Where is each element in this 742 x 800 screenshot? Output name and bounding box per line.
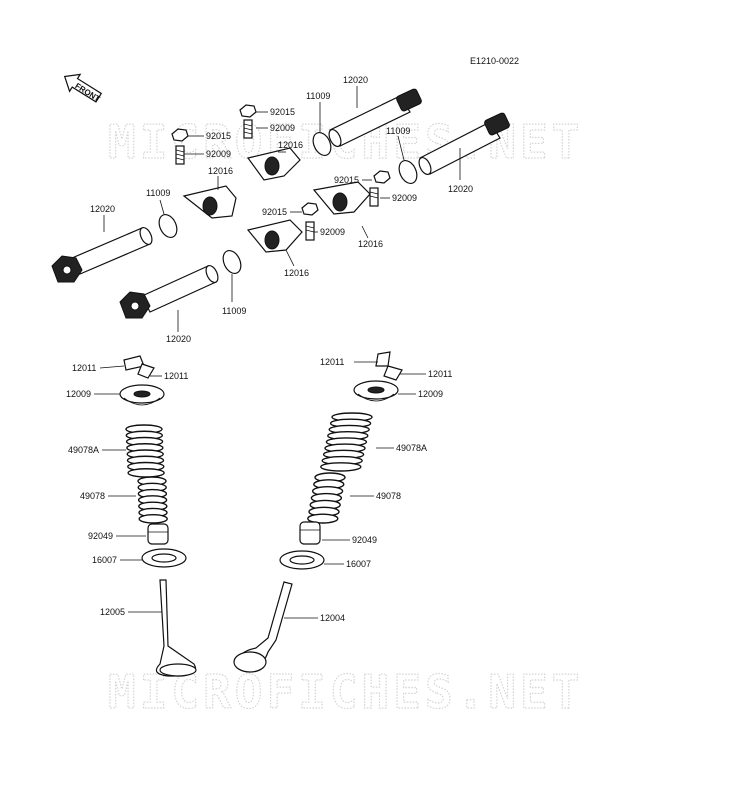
label-49078-a: 49078 xyxy=(80,491,105,501)
label-12020-b: 12020 xyxy=(448,184,473,194)
label-49078-b: 49078 xyxy=(376,491,401,501)
spring-49078A-right xyxy=(320,412,373,472)
screw-92009-a xyxy=(243,119,253,139)
spring-49078-right xyxy=(307,472,346,524)
label-12011-d: 12011 xyxy=(428,369,452,379)
label-12011-a: 12011 xyxy=(72,363,96,373)
retainer-12009-right xyxy=(353,380,399,402)
seal-92049-left xyxy=(147,523,169,545)
spring-49078A-left xyxy=(125,424,165,478)
label-92015-a: 92015 xyxy=(270,107,295,117)
keeper-12011-left xyxy=(123,355,155,379)
label-11009-d: 11009 xyxy=(222,306,246,316)
nut-92015-d xyxy=(301,202,319,216)
label-92009-c: 92009 xyxy=(392,193,417,203)
label-49078A-b: 49078A xyxy=(396,443,427,453)
valve-12005 xyxy=(155,579,197,677)
label-92015-b: 92015 xyxy=(206,131,231,141)
label-16007-a: 16007 xyxy=(92,555,117,565)
label-11009-b: 11009 xyxy=(386,126,410,136)
rocker-shaft-left-upper xyxy=(51,226,153,283)
label-92015-c: 92015 xyxy=(334,175,359,185)
label-16007-b: 16007 xyxy=(346,559,371,569)
label-12009-a: 12009 xyxy=(66,389,91,399)
washer-11009-a xyxy=(312,132,332,156)
valve-12004 xyxy=(233,581,293,673)
label-12011-b: 12011 xyxy=(164,371,188,381)
rocker-arm-b xyxy=(182,185,237,219)
rocker-arm-a xyxy=(246,147,301,181)
washer-11009-b xyxy=(398,160,418,184)
seat-16007-right xyxy=(279,550,325,570)
screw-92009-d xyxy=(305,221,315,241)
label-11009-a: 11009 xyxy=(306,91,330,101)
label-12004: 12004 xyxy=(320,613,345,623)
spring-49078-left xyxy=(137,476,168,524)
seal-92049-right xyxy=(299,521,321,545)
screw-92009-b xyxy=(175,145,185,165)
label-12020-c: 12020 xyxy=(90,204,115,214)
rocker-arm-d xyxy=(246,219,303,253)
label-49078A-a: 49078A xyxy=(68,445,99,455)
label-92009-b: 92009 xyxy=(206,149,231,159)
screw-92009-c xyxy=(369,187,379,207)
washer-11009-d xyxy=(222,250,242,274)
label-12020-a: 12020 xyxy=(343,75,368,85)
washer-11009-c xyxy=(158,214,178,238)
diagram-code: E1210-0022 xyxy=(470,56,519,66)
label-11009-c: 11009 xyxy=(146,188,170,198)
label-12009-b: 12009 xyxy=(418,389,443,399)
label-92009-a: 92009 xyxy=(270,123,295,133)
nut-92015-c xyxy=(373,170,391,184)
front-arrow-icon: FRONT xyxy=(63,73,103,104)
label-12011-c: 12011 xyxy=(320,357,344,367)
label-12005: 12005 xyxy=(100,607,125,617)
retainer-12009-left xyxy=(119,384,165,406)
label-12016-b: 12016 xyxy=(208,166,233,176)
rocker-arm-c xyxy=(312,181,371,215)
label-92049-b: 92049 xyxy=(352,535,377,545)
label-12016-c: 12016 xyxy=(358,239,383,249)
seat-16007-left xyxy=(141,548,187,568)
label-12016-a: 12016 xyxy=(278,140,303,150)
label-92009-d: 92009 xyxy=(320,227,345,237)
label-12016-d: 12016 xyxy=(284,268,309,278)
label-92049-a: 92049 xyxy=(88,531,113,541)
rocker-shaft-left-lower xyxy=(119,264,219,319)
keeper-12011-right xyxy=(375,351,403,381)
label-92015-d: 92015 xyxy=(262,207,287,217)
rocker-shaft-top-left xyxy=(328,88,422,148)
label-12020-d: 12020 xyxy=(166,334,191,344)
